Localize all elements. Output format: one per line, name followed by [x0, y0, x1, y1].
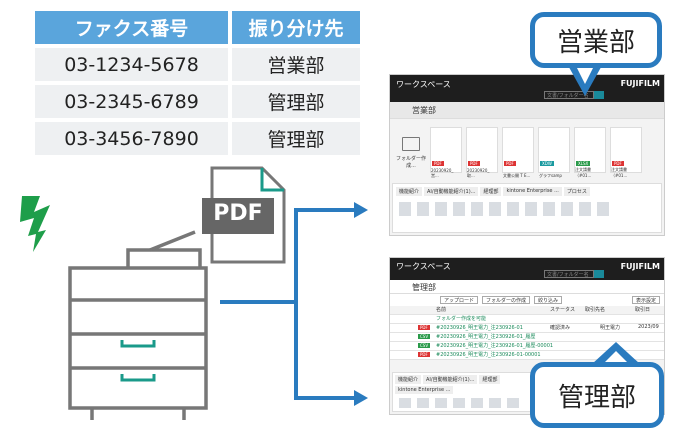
list-header: 名前ステータス取引先名取引日 [390, 306, 664, 315]
app-header: ワークスペース FUJIFILM 文書/フォルダー名 [390, 75, 664, 102]
list-toolbar: アップロード フォルダーの作成 絞り込み 表示設定 [390, 294, 664, 306]
callout-admin: 管理部 [530, 362, 664, 428]
lightning-icon [20, 196, 50, 252]
fax-number: 03-2345-6789 [35, 85, 228, 118]
filter-button[interactable]: 絞り込み [534, 296, 563, 304]
folder-title: 営業部 [390, 102, 664, 119]
fax-number: 03-3456-7890 [35, 122, 228, 155]
routing-arrows [220, 208, 356, 400]
destination: 営業部 [232, 48, 360, 81]
callout-pointer-bottom [592, 342, 640, 364]
list-item[interactable]: CSV#20230926_明王電力_注230926-01_履歴-00001 [390, 342, 664, 351]
printer-handles [120, 340, 156, 382]
header-destination: 振り分け先 [232, 11, 360, 44]
fax-number: 03-1234-5678 [35, 48, 228, 81]
display-settings-button[interactable]: 表示設定 [631, 296, 660, 304]
search-icon[interactable] [594, 91, 604, 99]
callout-sales: 営業部 [530, 12, 662, 68]
pdf-document-icon [202, 166, 286, 264]
arrow-head-bottom [354, 390, 368, 406]
header-fax-number: ファクス番号 [35, 11, 228, 44]
list-item[interactable]: フォルダー作成を可能 [390, 315, 664, 324]
folder-icon [402, 137, 420, 151]
panel-tab[interactable]: 経理部 [480, 187, 502, 196]
create-folder-button[interactable]: フォルダーの作成 [482, 296, 531, 304]
pdf-label: PDF [213, 201, 263, 226]
upload-button[interactable]: アップロード [440, 296, 479, 304]
app-title: ワークスペース [396, 80, 451, 89]
folder-item[interactable]: フォルダー作成... [396, 127, 426, 173]
brand-logo: FUJIFILM [620, 262, 660, 271]
destination: 管理部 [232, 122, 360, 155]
tool-icons [393, 396, 661, 410]
printer-icon [68, 230, 208, 420]
tool-icons [393, 199, 661, 219]
search-icon[interactable] [594, 270, 604, 278]
destination: 管理部 [232, 85, 360, 118]
panel-tab[interactable]: AI/自動機能紹介(1)... [424, 187, 479, 196]
panel-tab[interactable]: 経理部 [479, 375, 501, 384]
brand-logo: FUJIFILM [620, 79, 660, 88]
workspace-screen-sales: ワークスペース FUJIFILM 文書/フォルダー名 営業部 フォルダー作成..… [389, 74, 665, 236]
folder-title: 管理部 [390, 280, 664, 294]
panel-tab[interactable]: kintone Enterprise ... [395, 386, 454, 394]
search-input[interactable]: 文書/フォルダー名 [544, 91, 594, 99]
panel-tab[interactable]: AI/自動機能紹介(1)... [423, 375, 478, 384]
list-item[interactable]: CSV#20230926_明王電力_注230926-01_履歴 [390, 333, 664, 342]
panel-tab[interactable]: kintone Enterprise ... [503, 187, 562, 196]
search-input[interactable]: 文書/フォルダー名 [544, 270, 594, 278]
arrow-head-top [354, 202, 368, 218]
panel-tab[interactable]: 機能紹介 [396, 187, 423, 196]
panel-tab[interactable]: プロセス [563, 187, 590, 196]
app-header: ワークスペース FUJIFILM 文書/フォルダー名 [390, 258, 664, 280]
list-item[interactable]: PDF#20230926_明王電力_注230926-01-00001 [390, 351, 664, 360]
panel-tab[interactable]: 機能紹介 [395, 375, 422, 384]
app-title: ワークスペース [396, 262, 451, 271]
